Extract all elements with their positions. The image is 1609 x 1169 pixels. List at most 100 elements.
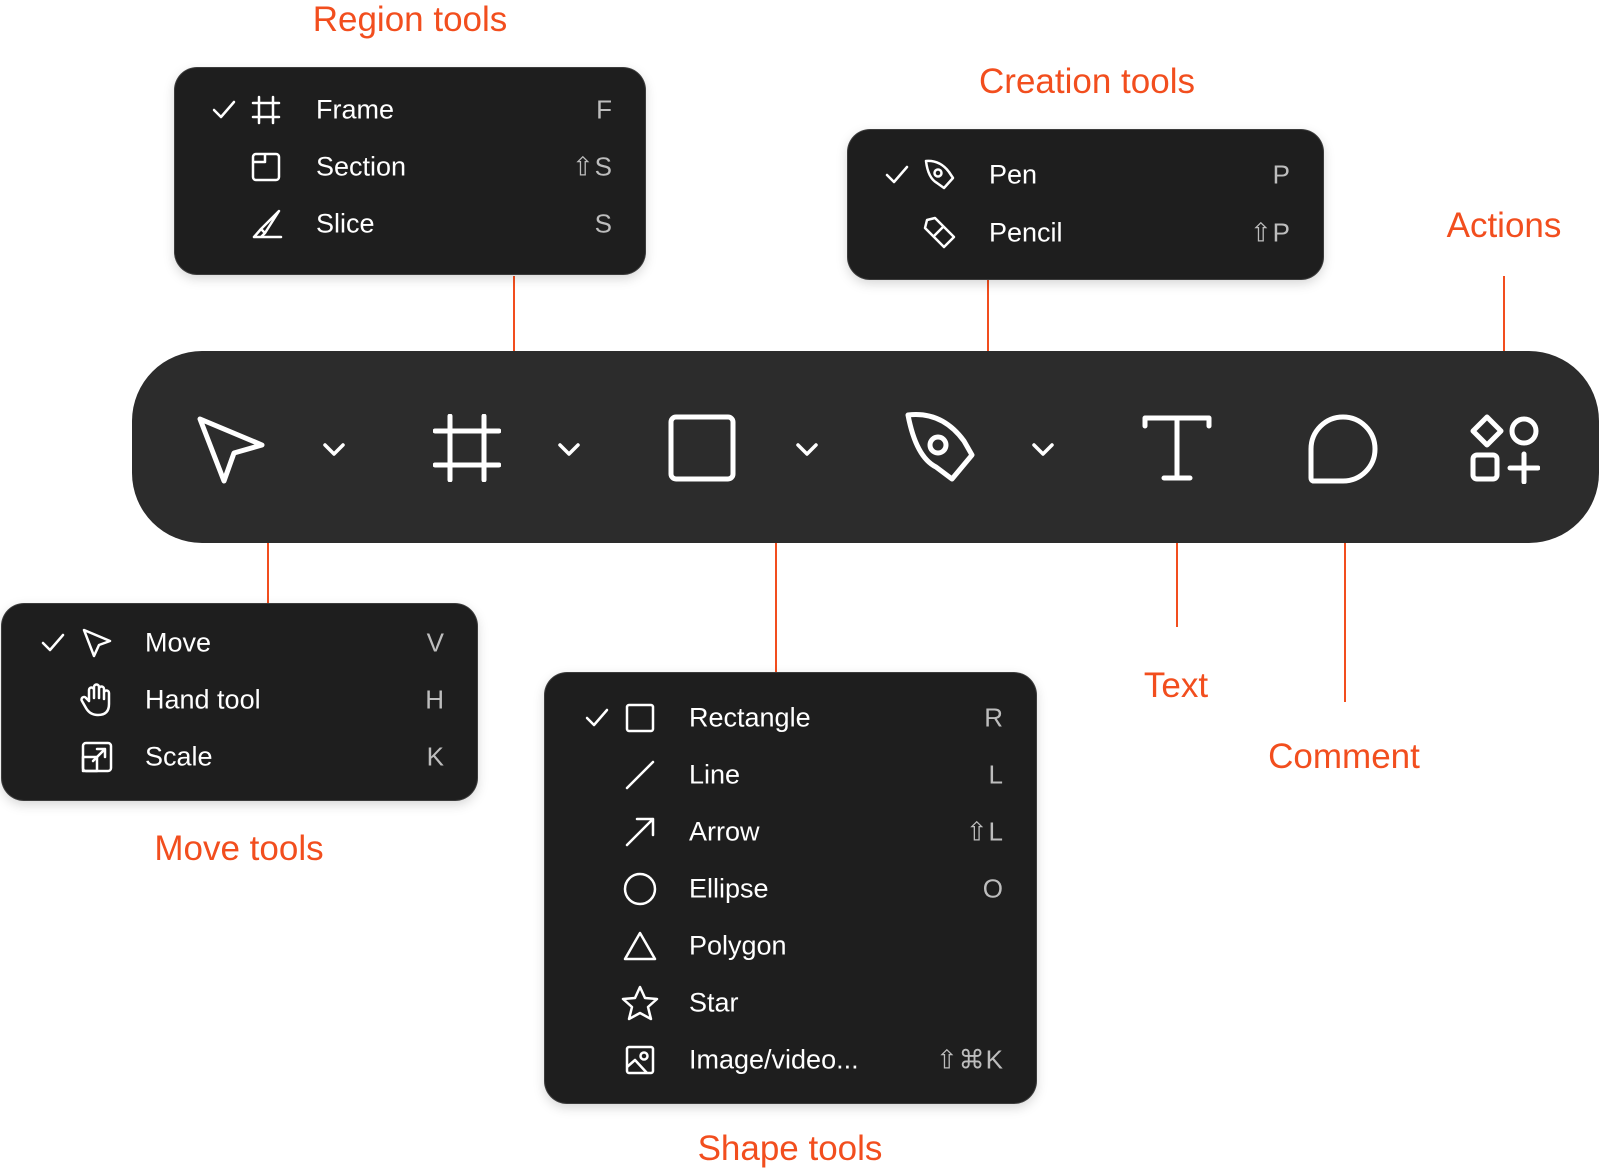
region-tools-menu: Frame F Section ⇧S Slice S — [175, 68, 645, 274]
creation-tool-button[interactable] — [902, 409, 982, 489]
connector-region — [513, 276, 515, 384]
check-icon — [41, 633, 65, 651]
menu-item-shortcut: H — [425, 684, 445, 714]
rectangle-icon — [625, 703, 655, 732]
menu-item-shortcut: F — [596, 94, 613, 124]
menu-item-shortcut: L — [988, 759, 1004, 789]
line-icon — [625, 760, 655, 789]
menu-item-label: Arrow — [689, 816, 760, 846]
callout-actions: Actions — [1446, 206, 1562, 245]
menu-item-polygon[interactable]: Polygon — [545, 917, 1036, 974]
connector-move — [267, 525, 269, 604]
menu-item-arrow[interactable]: Arrow ⇧L — [545, 803, 1036, 860]
menu-item-ellipse[interactable]: Ellipse O — [545, 860, 1036, 917]
rectangle-icon — [668, 414, 736, 482]
callout-move-tools: Move tools — [154, 829, 324, 868]
menu-item-label: Section — [316, 151, 407, 181]
connector-shape — [775, 525, 777, 673]
move-tools-menu: Move V Hand tool H Scale K — [2, 604, 477, 800]
menu-item-move[interactable]: Move V — [2, 614, 477, 671]
actions-tool-button[interactable] — [1470, 414, 1540, 484]
hand-icon — [80, 682, 111, 716]
menu-item-shortcut: V — [426, 627, 445, 657]
menu-item-label: Pen — [989, 159, 1038, 189]
move-tool-dropdown[interactable] — [322, 439, 346, 459]
menu-item-shortcut: S — [594, 208, 613, 238]
slice-icon — [252, 209, 283, 238]
menu-item-image-video[interactable]: Image/video... ⇧⌘K — [545, 1031, 1036, 1088]
section-icon — [251, 152, 281, 181]
menu-item-label: Star — [689, 987, 739, 1017]
star-icon — [621, 985, 659, 1020]
callout-comment: Comment — [1268, 737, 1420, 776]
ellipse-icon — [623, 872, 657, 905]
menu-item-label: Slice — [316, 208, 375, 238]
menu-item-line[interactable]: Line L — [545, 746, 1036, 803]
menu-item-section[interactable]: Section ⇧S — [175, 138, 645, 195]
callout-shape-tools: Shape tools — [697, 1129, 883, 1168]
shape-tool-button[interactable] — [668, 414, 736, 482]
connector-comment — [1344, 525, 1346, 702]
chevron-down-icon — [1032, 443, 1054, 456]
menu-item-label: Move — [145, 627, 212, 657]
menu-item-star[interactable]: Star — [545, 974, 1036, 1031]
menu-item-shortcut: P — [1272, 159, 1291, 189]
text-tool-button[interactable] — [1142, 414, 1212, 482]
text-icon — [1142, 415, 1212, 481]
menu-item-shortcut: R — [984, 702, 1004, 732]
menu-item-rectangle[interactable]: Rectangle R — [545, 689, 1036, 746]
cursor-icon — [82, 628, 112, 657]
menu-item-label: Rectangle — [689, 702, 811, 732]
creation-tools-menu: Pen P Pencil ⇧P — [848, 130, 1323, 279]
creation-tool-dropdown[interactable] — [1031, 439, 1055, 459]
region-tool-dropdown[interactable] — [557, 439, 581, 459]
menu-item-label: Ellipse — [689, 873, 769, 903]
menu-item-shortcut: K — [426, 741, 445, 771]
check-icon — [885, 165, 909, 183]
main-toolbar — [132, 351, 1599, 543]
pencil-icon — [923, 216, 956, 248]
chevron-down-icon — [796, 443, 818, 456]
image-icon — [625, 1045, 655, 1074]
cursor-icon — [197, 416, 265, 484]
menu-item-frame[interactable]: Frame F — [175, 81, 645, 138]
menu-item-label: Scale — [145, 741, 213, 771]
menu-item-shortcut: ⇧L — [965, 816, 1004, 846]
connector-actions — [1503, 276, 1505, 384]
menu-item-shortcut: O — [982, 873, 1004, 903]
menu-item-scale[interactable]: Scale K — [2, 728, 477, 785]
menu-item-shortcut: ⇧S — [571, 151, 613, 181]
menu-item-label: Pencil — [989, 217, 1063, 247]
menu-item-label: Frame — [316, 94, 395, 124]
menu-item-pen[interactable]: Pen P — [848, 146, 1323, 203]
menu-item-hand-tool[interactable]: Hand tool H — [2, 671, 477, 728]
menu-item-pencil[interactable]: Pencil ⇧P — [848, 204, 1323, 261]
callout-creation-tools: Creation tools — [979, 62, 1195, 101]
comment-tool-button[interactable] — [1308, 414, 1378, 484]
pen-icon — [905, 412, 975, 482]
arrow-icon — [625, 817, 655, 846]
shape-tools-menu: Rectangle R Line L Arrow ⇧L Ellipse O Po… — [545, 673, 1036, 1103]
menu-item-slice[interactable]: Slice S — [175, 195, 645, 252]
shape-tool-dropdown[interactable] — [795, 439, 819, 459]
menu-item-shortcut: ⇧⌘K — [935, 1044, 1004, 1074]
menu-item-label: Image/video... — [689, 1044, 859, 1074]
menu-item-label: Line — [689, 759, 741, 789]
menu-item-label: Polygon — [689, 930, 787, 960]
comment-icon — [1308, 414, 1378, 484]
callout-text: Text — [1143, 666, 1209, 705]
move-tool-button[interactable] — [192, 411, 268, 487]
pen-icon — [924, 159, 955, 189]
callout-region-tools: Region tools — [312, 0, 508, 39]
chevron-down-icon — [323, 443, 345, 456]
connector-creation — [987, 279, 989, 385]
chevron-down-icon — [558, 443, 580, 456]
frame-icon — [251, 95, 281, 124]
connector-text — [1176, 525, 1178, 627]
menu-item-label: Hand tool — [145, 684, 261, 714]
check-icon — [212, 100, 236, 118]
region-tool-button[interactable] — [433, 414, 501, 482]
scale-icon — [81, 741, 113, 772]
polygon-icon — [623, 931, 657, 960]
check-icon — [585, 708, 609, 726]
